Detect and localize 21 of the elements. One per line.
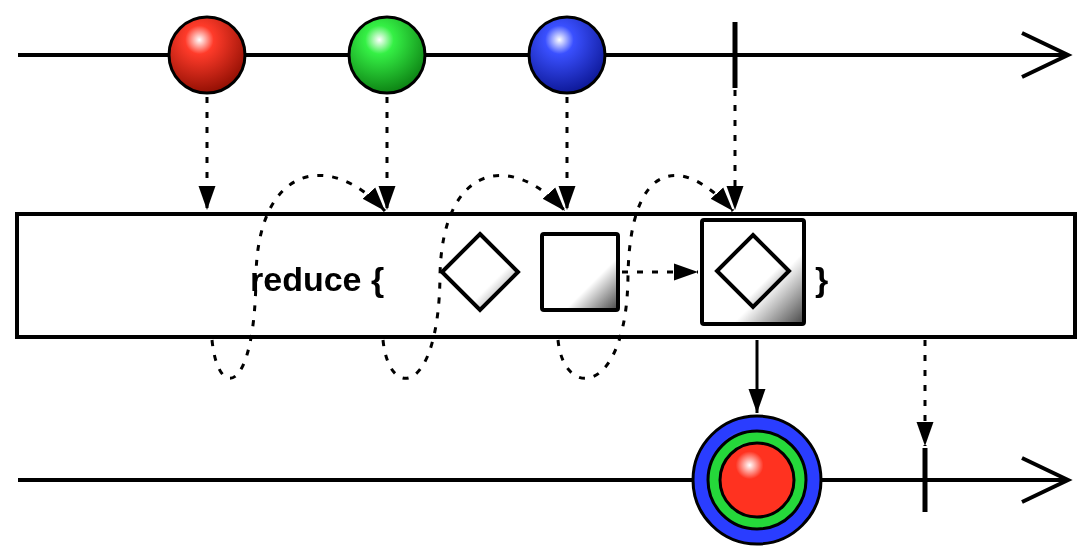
result-square	[700, 218, 806, 326]
arrow	[748, 340, 766, 413]
result-marble	[692, 415, 822, 545]
marble-circle	[347, 15, 427, 95]
marble-circle	[527, 15, 607, 95]
arrow	[726, 90, 744, 210]
marble-circle	[167, 15, 247, 95]
arrow	[381, 174, 567, 380]
arrow	[622, 263, 698, 281]
arrow	[558, 97, 576, 210]
code-text: reduce {	[250, 259, 385, 299]
arrow	[210, 174, 387, 380]
operator-box	[15, 212, 1077, 339]
arrow	[556, 174, 735, 380]
code-text: }	[815, 259, 829, 299]
diamond-shape	[440, 232, 520, 312]
arrow	[378, 97, 396, 210]
square-shape	[540, 232, 620, 312]
arrow	[198, 97, 216, 210]
arrow	[916, 340, 934, 446]
diamond-shape	[715, 233, 791, 309]
